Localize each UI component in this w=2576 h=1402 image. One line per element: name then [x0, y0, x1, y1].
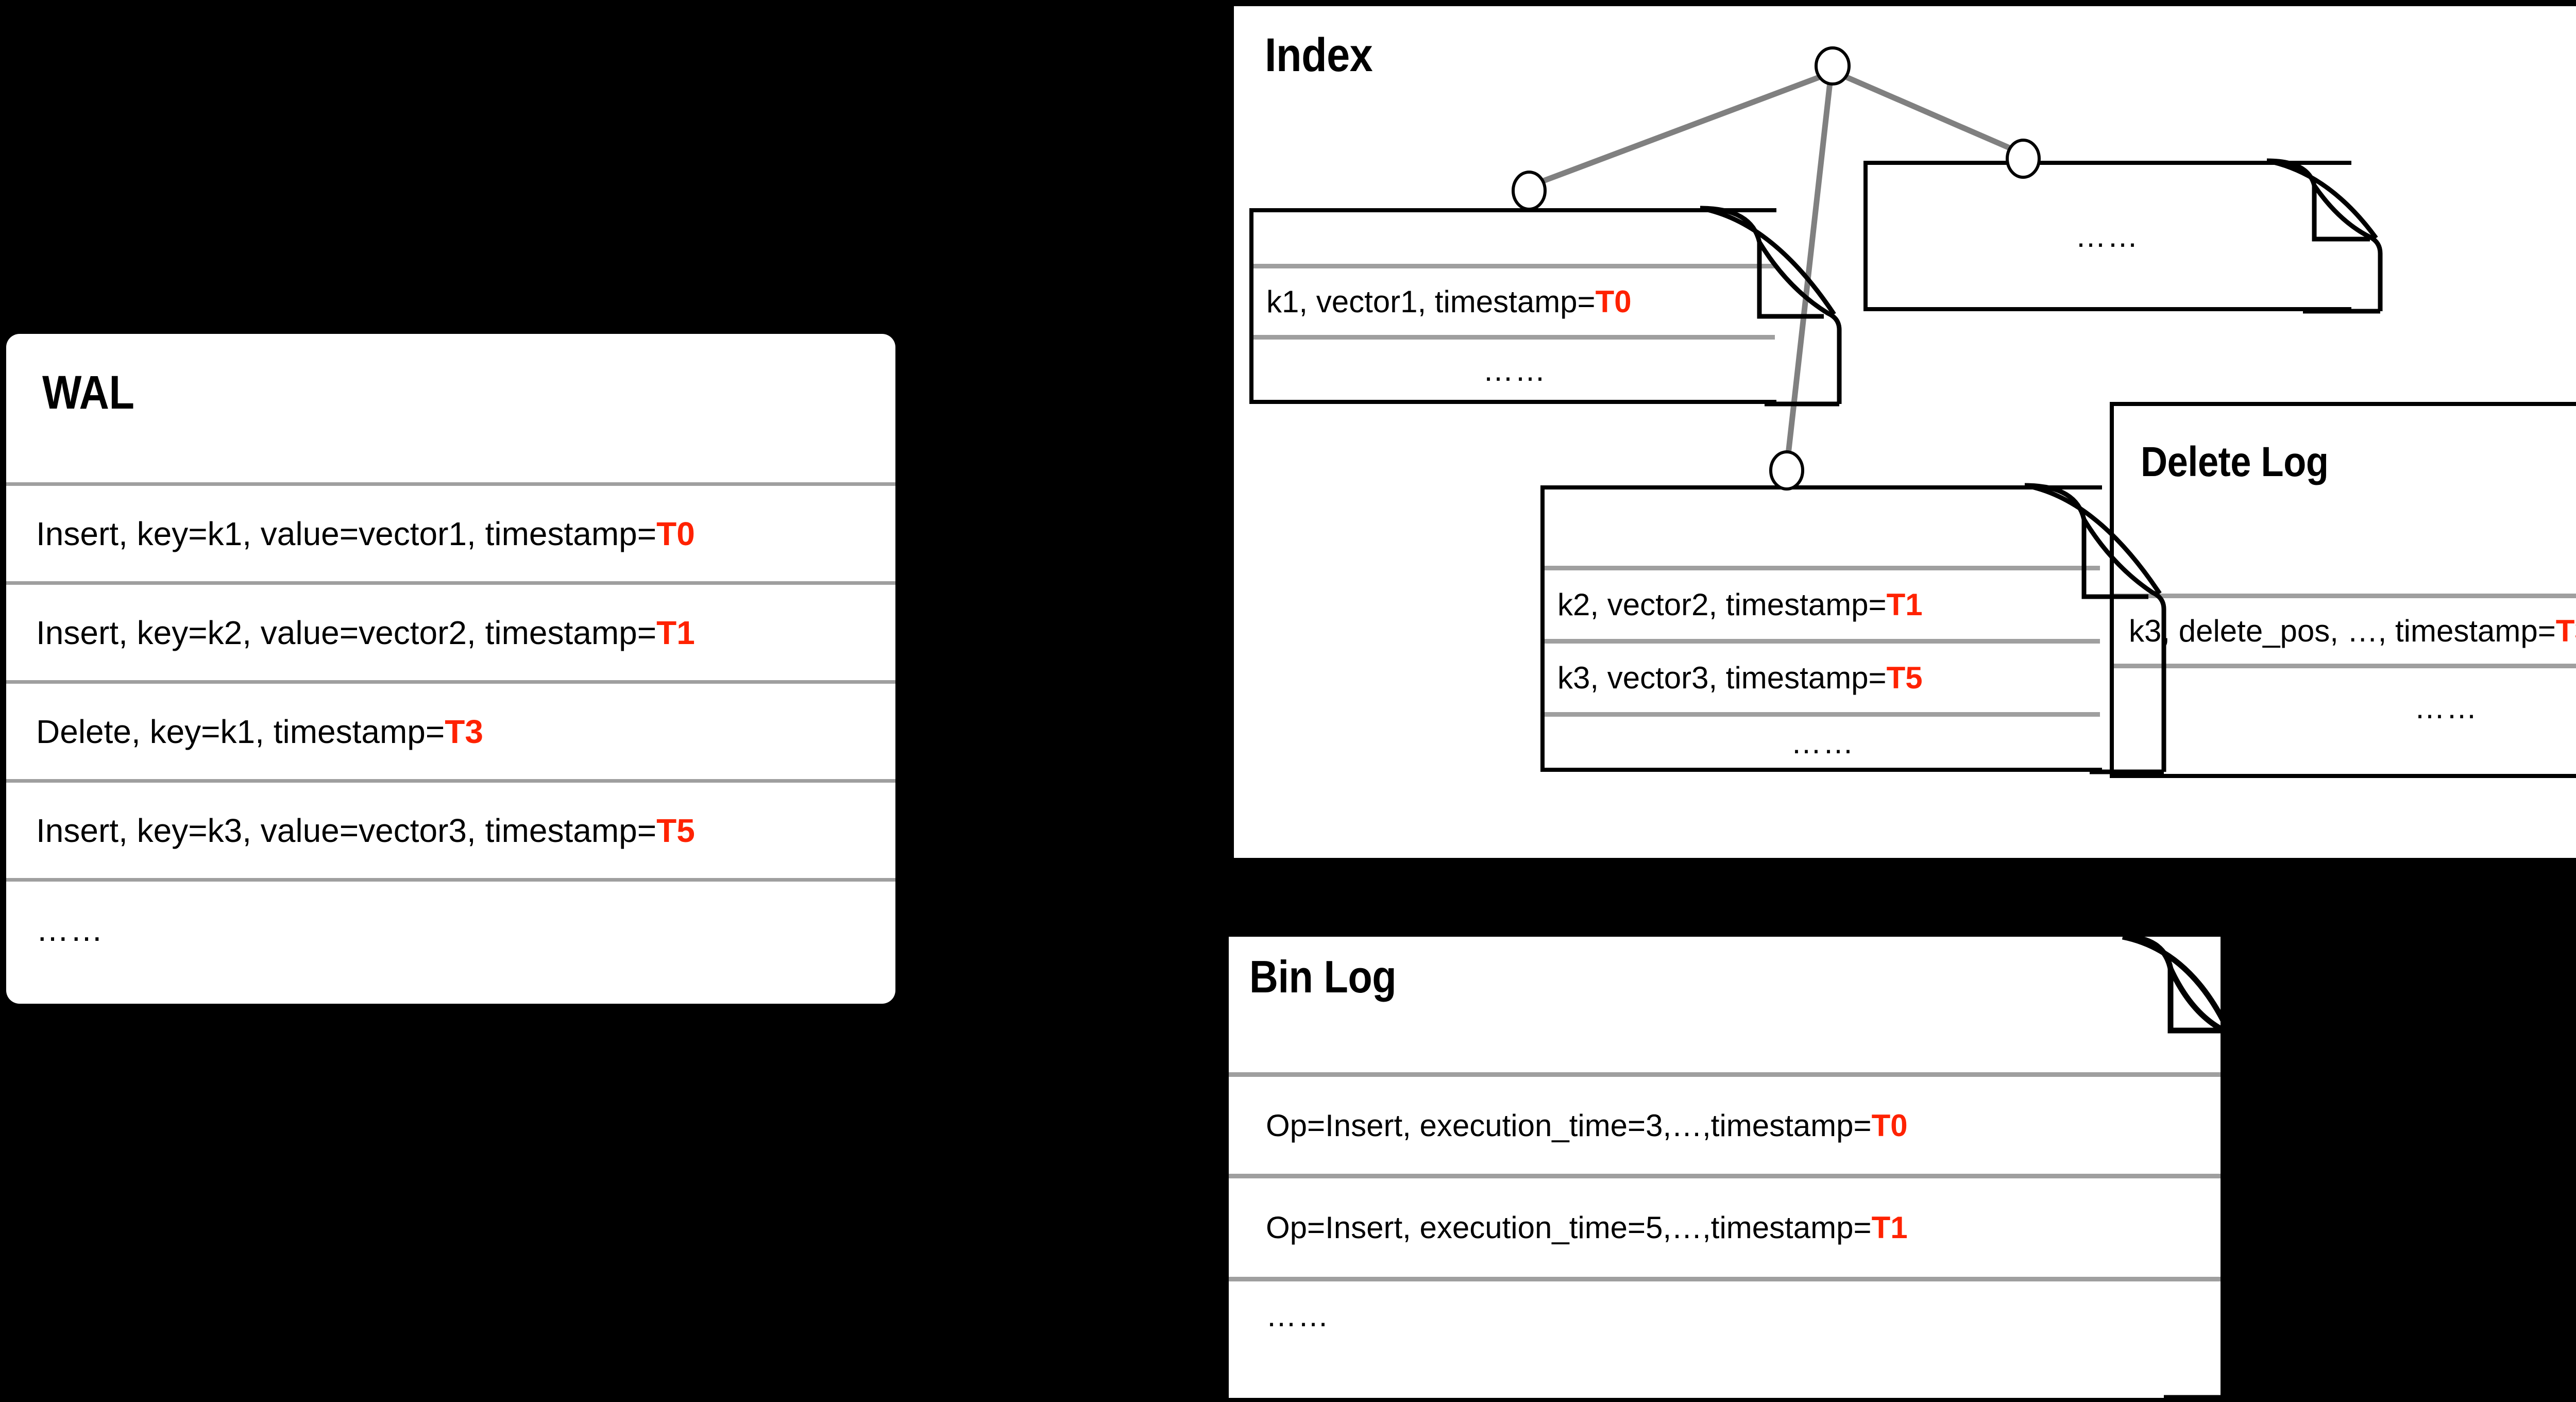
bin-log-row-text: Op=Insert, execution_time=5,…,timestamp= [1266, 1210, 1872, 1245]
leaf-doc-left-row: …… [1257, 340, 1772, 400]
leaf-doc-left-separator [1253, 335, 1775, 340]
bin-log-panel [1229, 937, 2221, 1398]
leaf-doc-middle-row: …… [1548, 717, 2097, 768]
leaf-doc-middle-separator [1545, 712, 2100, 717]
delete-log-separator [2114, 664, 2576, 668]
wal-row: …… [11, 882, 890, 977]
leaf-doc-left-row: k1, vector1, timestamp=T0 [1257, 268, 1772, 335]
bin-log-row-text: Op=Insert, execution_time=3,…,timestamp= [1266, 1108, 1872, 1143]
wal-row-timestamp: T3 [445, 713, 483, 750]
bin-log-separator [1229, 1072, 2221, 1077]
index-title: Index [1265, 29, 1373, 81]
wal-row: Insert, key=k1, value=vector1, timestamp… [11, 486, 890, 581]
bin-log-row: Op=Insert, execution_time=5,…,timestamp=… [1229, 1178, 2221, 1277]
leaf-doc-middle-row: k3, vector3, timestamp=T5 [1548, 644, 2097, 712]
bin-log-row-timestamp: T0 [1871, 1108, 1908, 1143]
leaf-doc-middle [1540, 485, 2102, 772]
leaf-row-text: k3, vector3, timestamp= [1557, 661, 1887, 695]
wal-panel [6, 334, 895, 1004]
wal-separator [6, 680, 895, 684]
wal-separator [6, 878, 895, 882]
bin-log-row-text: …… [1266, 1298, 1330, 1333]
wal-row: Insert, key=k3, value=vector3, timestamp… [11, 783, 890, 878]
wal-row-timestamp: T1 [656, 614, 695, 651]
leaf-row-timestamp: T5 [1886, 661, 1923, 695]
delete-log-row-timestamp: T3 [2555, 614, 2576, 648]
bin-log-separator [1229, 1277, 2221, 1281]
delete-log-row-text: …… [2414, 690, 2478, 725]
leaf-row-text: k2, vector2, timestamp= [1557, 587, 1887, 622]
wal-row-text: …… [36, 910, 104, 948]
wal-row: Insert, key=k2, value=vector2, timestamp… [11, 585, 890, 680]
delete-log-row: …… [2117, 668, 2576, 774]
bin-log-row-timestamp: T1 [1871, 1210, 1908, 1245]
wal-row: Delete, key=k1, timestamp=T3 [11, 684, 890, 779]
bin-log-row: …… [1229, 1281, 2221, 1397]
leaf-doc-middle-separator [1545, 566, 2100, 570]
leaf-row-timestamp: T0 [1595, 284, 1632, 319]
leaf-row-timestamp: T1 [1886, 587, 1923, 622]
leaf-row-text: …… [2075, 218, 2139, 254]
wal-title: WAL [42, 366, 134, 419]
delete-log-row-text: k3, delete_pos, …, timestamp= [2129, 614, 2556, 648]
wal-row-timestamp: T0 [656, 515, 695, 552]
wal-separator [6, 482, 895, 486]
leaf-doc-middle-separator [1545, 639, 2100, 644]
wal-row-text: Insert, key=k1, value=vector1, timestamp… [36, 515, 657, 552]
bin-log-title: Bin Log [1249, 951, 1397, 1002]
bin-log-row: Op=Insert, execution_time=3,…,timestamp=… [1229, 1077, 2221, 1174]
wal-separator [6, 581, 895, 585]
leaf-doc-middle-row: k2, vector2, timestamp=T1 [1548, 570, 2097, 639]
wal-row-timestamp: T5 [656, 812, 695, 849]
wal-row-text: Insert, key=k2, value=vector2, timestamp… [36, 614, 657, 651]
leaf-doc-right-row: …… [1868, 165, 2347, 307]
leaf-row-text: k1, vector1, timestamp= [1266, 284, 1596, 319]
leaf-doc-left [1249, 208, 1776, 404]
wal-row-text: Delete, key=k1, timestamp= [36, 713, 445, 750]
wal-separator [6, 779, 895, 783]
leaf-doc-left-separator [1253, 264, 1775, 268]
delete-log-row: k3, delete_pos, …, timestamp=T3 [2117, 598, 2576, 664]
leaf-row-text: …… [1791, 725, 1855, 760]
delete-log-title: Delete Log [2141, 438, 2329, 485]
delete-log-separator [2114, 594, 2576, 598]
bin-log-separator [1229, 1174, 2221, 1178]
wal-row-text: Insert, key=k3, value=vector3, timestamp… [36, 812, 657, 849]
leaf-row-text: …… [1483, 352, 1547, 387]
